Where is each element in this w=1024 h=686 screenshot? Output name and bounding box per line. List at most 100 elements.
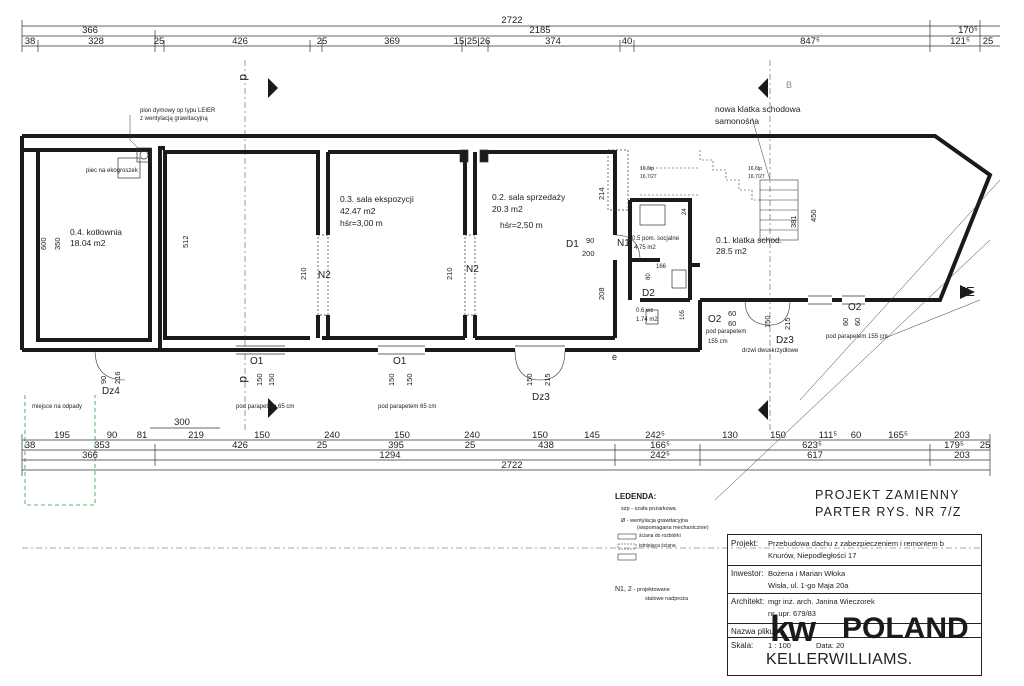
dim-150d: 150 xyxy=(387,373,396,386)
room-02-area: 20.3 m2 xyxy=(492,204,523,214)
dim-total-bottom: 2722 xyxy=(501,460,522,471)
legend-item-5: N1, 2 - projektowane xyxy=(615,586,670,593)
dim-bot-r3-0: 38 xyxy=(25,440,36,451)
dim-bot-r2-11: 130 xyxy=(722,430,738,441)
dim-bot-r3-4: 395 xyxy=(388,440,404,451)
room-labels: 0.4. kotłownia 18.04 m2 0.3. sala ekspoz… xyxy=(70,192,782,323)
dim-512: 512 xyxy=(181,235,190,248)
tag-dz3b: Dz3 xyxy=(776,335,794,346)
dim-bot-r2-2: 81 xyxy=(137,430,148,441)
section-lines xyxy=(244,60,771,430)
dim-60a: 60 xyxy=(728,309,736,318)
legend: LEDENDA: szp - szafa pożarkowa Ø - wenty… xyxy=(615,492,709,602)
dim-bot-r4-0: 366 xyxy=(82,450,98,461)
interior-walls xyxy=(165,150,700,338)
legend-sym-1: Ø xyxy=(621,518,626,524)
dim-bot-r2-10: 242⁵ xyxy=(645,430,665,441)
sec-b: B xyxy=(786,80,792,90)
dim-top-r3-7: 374 xyxy=(545,36,561,47)
note-chimney2: z wentylacją grawitacyjną xyxy=(140,116,208,122)
dim-bot-r2-7: 240 xyxy=(464,430,480,441)
dim-350: 350 xyxy=(53,237,62,250)
note-boiler: piec na ekogroszek xyxy=(86,168,139,174)
sec-a1: d xyxy=(237,74,251,81)
dim-bot-r2-14: 60 xyxy=(851,430,862,441)
dim-bot-r4-1: 1294 xyxy=(379,450,400,461)
room-05-area: 4.75 m2 xyxy=(634,245,656,251)
dim-90b: 90 xyxy=(99,376,108,384)
legend-sym-5: N1, 2 xyxy=(615,586,632,593)
note-sill1: pod parapetem 65 cm xyxy=(236,404,294,410)
dim-450: 450 xyxy=(809,209,818,222)
dim-top-r2-0: 366 xyxy=(82,25,98,36)
note-chimney: pion dymowy op typu LEIER xyxy=(140,108,216,114)
dim-208: 208 xyxy=(597,287,606,300)
tag-o1a: O1 xyxy=(250,356,264,367)
dim-80: 80 xyxy=(646,273,652,280)
dim-150e: 150 xyxy=(405,373,414,386)
tb-key-architect: Architekt: xyxy=(731,597,765,606)
dim-top-r3-10: 121⁵ xyxy=(950,36,970,47)
dim-bot-r2-12: 150 xyxy=(770,430,786,441)
dim-bot-r4-4: 203 xyxy=(954,450,970,461)
dim-bot-r4-2: 242⁵ xyxy=(650,450,670,461)
dim-215: 215 xyxy=(783,317,792,330)
tag-e: E xyxy=(966,284,975,299)
dim-210b: 210 xyxy=(445,267,454,280)
dim-214: 214 xyxy=(597,187,606,200)
dim-60b: 60 xyxy=(728,319,736,328)
tb-key-project: Projekt: xyxy=(731,539,759,548)
tb-divider-4 xyxy=(728,637,981,638)
dim-166: 166 xyxy=(656,264,667,270)
tb-val-architect-2: nr. upr. 679/83 xyxy=(768,609,816,618)
legend-text-3: ściana do rozbiórki xyxy=(639,533,681,539)
tag-d1: D1 xyxy=(566,239,579,250)
room-06-area: 1.74 m2 xyxy=(636,317,658,323)
dim-bot-r2-6: 150 xyxy=(394,430,410,441)
logo-kw: kw xyxy=(770,608,816,649)
room-03-name: 0.3. sala ekspozycji xyxy=(340,194,414,204)
note-stair-small2: 16,7/27 xyxy=(640,174,657,180)
tb-val-investor-1: Bożena i Marian Włoka xyxy=(768,569,846,578)
dim-bot-r2-15: 165⁵ xyxy=(888,430,908,441)
dim-top-r3-5: 369 xyxy=(384,36,400,47)
dim-bot-r3-1: 353 xyxy=(94,440,110,451)
dim-bot-r2-16: 203 xyxy=(954,430,970,441)
dim-bot-r2-13: 111⁵ xyxy=(819,430,837,441)
room-01-area: 28.5 m2 xyxy=(716,246,747,256)
tb-divider-3 xyxy=(728,623,981,624)
dim-60c: 60 xyxy=(841,318,850,326)
element-tags: N2 N2 N1 D1 D2 O1 O1 O2 O2 Dz3 Dz3 Dz4 E… xyxy=(102,74,975,403)
note-stair1: nowa klatka schodowa xyxy=(715,104,801,114)
room-03-area: 42.47 m2 xyxy=(340,206,376,216)
dim-150f: 150 xyxy=(525,373,534,386)
windows xyxy=(236,295,865,355)
bottom-dimensions xyxy=(21,427,991,476)
tag-o1b: O1 xyxy=(393,356,407,367)
room-02-height: hśr=2,50 m xyxy=(500,220,543,230)
dim-210a: 210 xyxy=(299,267,308,280)
note-stair-small4: 16,7/27 xyxy=(748,174,765,180)
tag-n2b: N2 xyxy=(466,264,479,275)
tb-val-date: Data: 20 xyxy=(816,641,845,650)
demolition-walls xyxy=(317,149,629,316)
dim-bot-r3-7: 166⁵ xyxy=(650,440,670,451)
project-title-1: PROJEKT ZAMIENNY xyxy=(815,488,960,502)
dim-150a: 150 xyxy=(763,315,772,328)
fixtures xyxy=(117,147,687,325)
legend-title: LEDENDA: xyxy=(615,492,657,501)
dim-60d: 60 xyxy=(853,318,862,326)
note-sill2: pod parapetem 65 cm xyxy=(378,404,436,410)
bottom-dim-labels: 300 195 90 81 219 150 240 150 240 150 14… xyxy=(25,417,991,471)
dim-top-r3-6: 15|25|26 xyxy=(454,36,491,47)
dim-top-r3-4: 25 xyxy=(317,36,328,47)
logo-keller-williams: KELLERWILLIAMS. xyxy=(766,651,913,668)
door-arcs xyxy=(94,234,791,381)
dim-bot-r3-6: 438 xyxy=(538,440,554,451)
exterior-walls xyxy=(20,134,993,352)
note-waste: miejsce na odpady xyxy=(32,404,82,410)
tag-o2a: O2 xyxy=(708,314,722,325)
room-04-area: 18.04 m2 xyxy=(70,238,106,248)
dim-bot-r2-4: 150 xyxy=(254,430,270,441)
